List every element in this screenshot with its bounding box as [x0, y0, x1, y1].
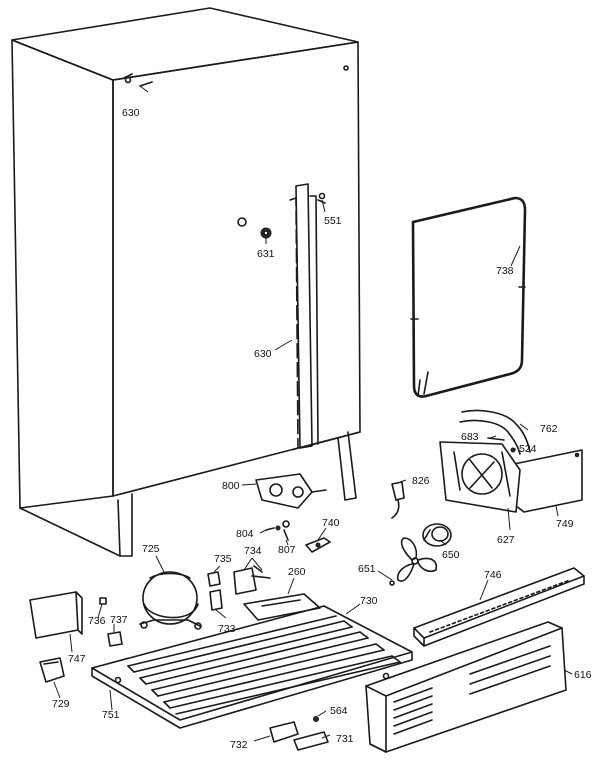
label-551: 551: [324, 215, 342, 227]
label-683: 683: [461, 431, 479, 443]
label-830: 630: [254, 348, 272, 360]
clip-826: [391, 481, 405, 519]
label-826: 826: [412, 475, 430, 487]
label-524: 524: [519, 443, 537, 455]
label-650: 650: [442, 549, 460, 561]
label-800: 800: [222, 480, 240, 492]
label-729: 729: [52, 698, 70, 710]
part-labels: 630 631 551 630 738 762 683 524 800 826 …: [52, 107, 592, 751]
grille-louvers: [393, 645, 551, 735]
label-631: 631: [257, 248, 275, 260]
label-627: 627: [497, 534, 515, 546]
bracket-740: [305, 537, 331, 553]
center-channel-830: [289, 183, 319, 451]
capacitor-bracket-734: [233, 565, 271, 595]
label-731: 731: [336, 733, 354, 745]
label-762: 762: [540, 423, 558, 435]
plug-631: [237, 217, 272, 239]
label-733: 733: [218, 623, 236, 635]
label-260: 260: [288, 566, 306, 578]
relay-735: [207, 571, 221, 587]
cabinet-screw-dot: [343, 65, 349, 71]
drain-hose-762: [459, 409, 531, 455]
label-747: 747: [68, 653, 86, 665]
gasket-738: [410, 196, 527, 398]
screw-683: [487, 437, 505, 441]
label-651: 651: [358, 563, 376, 575]
base-grille-616: [365, 621, 567, 753]
label-804: 804: [236, 528, 254, 540]
label-740: 740: [322, 517, 340, 529]
grille-channel-746: [413, 567, 585, 647]
box-729: [39, 657, 65, 683]
label-738: 738: [496, 265, 514, 277]
cover-747: [29, 591, 83, 639]
screw-551: [317, 192, 326, 204]
grommet-737: [107, 631, 123, 647]
label-616: 616: [574, 669, 592, 681]
screw-804: [265, 525, 281, 531]
fan-blade-651: [389, 537, 438, 586]
label-730: 730: [360, 595, 378, 607]
clip-732: [269, 721, 299, 743]
leader-lines: [53, 85, 573, 742]
valve-800: [255, 473, 327, 509]
condenser-coils: [127, 615, 401, 715]
label-746: 746: [484, 569, 502, 581]
label-735: 735: [214, 553, 232, 565]
compressor-725: [139, 571, 202, 630]
bracket-260: [243, 593, 321, 621]
drain-pan-749: [513, 449, 583, 513]
label-725: 725: [142, 543, 160, 555]
label-734: 734: [244, 545, 262, 557]
label-749: 749: [556, 518, 574, 530]
hinge-630: [123, 73, 153, 87]
clip-736: [99, 597, 107, 605]
label-736: 736: [88, 615, 106, 627]
fan-bracket-627: [439, 441, 521, 513]
clip-731: [293, 716, 329, 751]
label-564: 564: [330, 705, 348, 717]
connector-807: [282, 520, 290, 541]
overload-733: [209, 589, 223, 611]
label-630-hinge: 630: [122, 107, 140, 119]
fan-motor-650: [422, 523, 452, 547]
cabinet-shell: [11, 7, 361, 557]
label-732: 732: [230, 739, 248, 751]
label-737: 737: [110, 614, 128, 626]
label-807: 807: [278, 544, 296, 556]
label-751: 751: [102, 709, 120, 721]
condenser-730: [91, 605, 413, 729]
